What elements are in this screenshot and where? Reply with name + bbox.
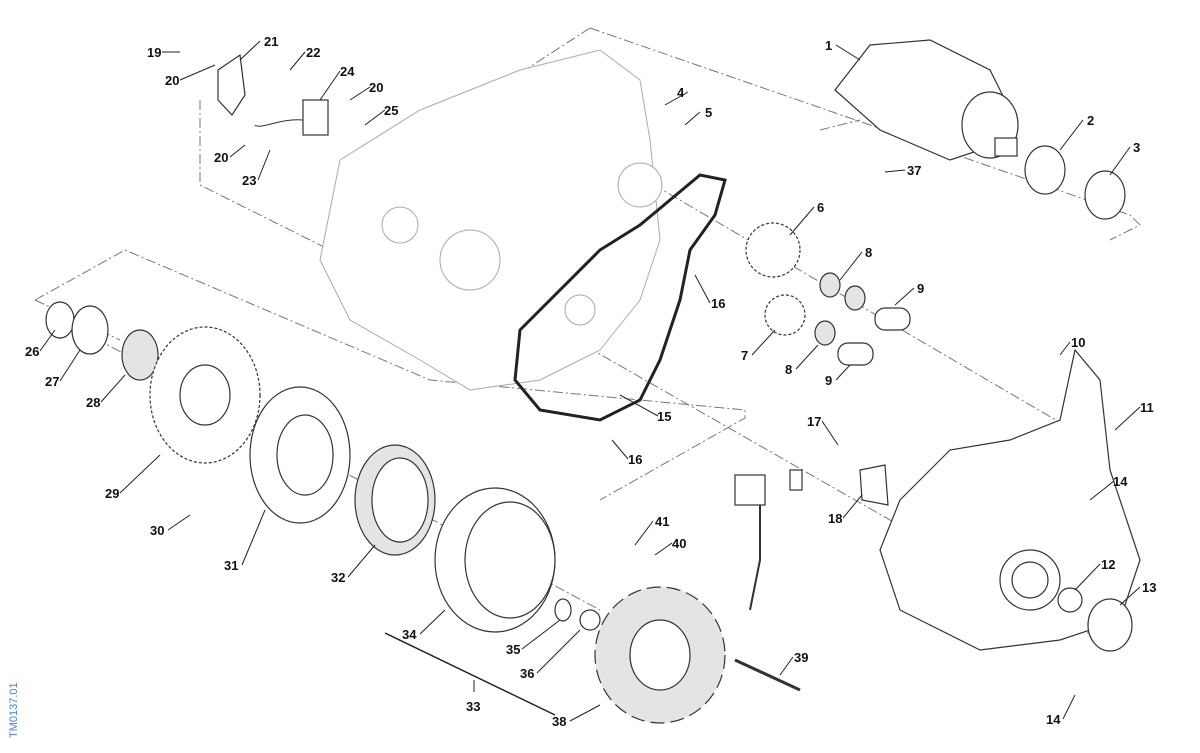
freewheel-31 [249,386,351,524]
callout-35: 35 [506,642,520,657]
callout-28: 28 [86,395,100,410]
callout-24: 24 [340,64,355,79]
callout-19: 19 [147,45,161,60]
crankcase [319,49,663,391]
callout-16: 16 [711,296,725,311]
bearing-2 [1024,145,1066,195]
callout-5: 5 [705,105,712,120]
o-ring-3 [1084,170,1126,220]
callout-33: 33 [466,699,480,714]
callout-31: 31 [224,558,238,573]
callout-22: 22 [306,45,320,60]
callout-8: 8 [865,245,872,260]
washer-26 [45,301,75,339]
needle-bearing-8b [844,285,866,311]
callout-27: 27 [45,374,59,389]
callout-9: 9 [825,373,832,388]
callout-15: 15 [657,409,671,424]
pin-9a [874,307,911,331]
callout-41: 41 [655,514,669,529]
callout-29: 29 [105,486,119,501]
callout-3: 3 [1133,140,1140,155]
pin-9b [837,342,874,366]
gasket [513,173,727,422]
callout-40: 40 [672,536,686,551]
callout-34: 34 [402,627,417,642]
callout-23: 23 [242,173,256,188]
callout-17: 17 [807,414,821,429]
o-ring-12 [1057,587,1083,613]
callout-9: 9 [917,281,924,296]
callout-7: 7 [741,348,748,363]
washer-35 [554,598,572,622]
callout-18: 18 [828,511,842,526]
callout-38: 38 [552,714,566,729]
callout-20: 20 [165,73,179,88]
callout-4: 4 [677,85,685,100]
stud-39 [734,658,801,692]
callout-1: 1 [825,38,832,53]
connector [734,474,766,506]
callout-6: 6 [817,200,824,215]
stator-38 [594,586,726,724]
flywheel-34 [434,487,556,633]
gear-6 [745,222,801,278]
callout-20: 20 [214,150,228,165]
bracket-21 [217,53,246,116]
callout-16: 16 [628,452,642,467]
callout-14: 14 [1046,712,1061,727]
callout-25: 25 [384,103,398,118]
callout-8: 8 [785,362,792,377]
bracket-33 [384,632,556,716]
callout-10: 10 [1071,335,1085,350]
sensor-24 [302,99,329,136]
clip-18 [859,464,889,506]
starter-gear-29 [149,326,261,464]
callout-13: 13 [1142,580,1156,595]
connector-2 [789,469,803,491]
nut-36 [579,609,601,631]
callout-20: 20 [369,80,383,95]
gear-7 [764,294,806,336]
callout-12: 12 [1101,557,1115,572]
callout-37: 37 [907,163,921,178]
callout-32: 32 [331,570,345,585]
leader-lines [39,40,1141,722]
starter-motor [834,39,1019,161]
callout-36: 36 [520,666,534,681]
callout-39: 39 [794,650,808,665]
callout-labels: 19 20 21 22 24 20 25 20 23 1 4 5 2 3 37 … [25,34,1156,729]
needle-bearing-8c [814,320,836,346]
ignition-cover [879,348,1141,651]
callout-11: 11 [1140,400,1154,415]
freewheel-bearing-inner [371,457,429,543]
callout-14: 14 [1113,474,1128,489]
plug-13 [1087,598,1133,652]
needle-bearing-8a [819,272,841,298]
diagram-code: TM0137.01 [8,682,20,738]
callout-21: 21 [264,34,278,49]
plate-27 [71,305,109,355]
callout-2: 2 [1087,113,1094,128]
callout-30: 30 [150,523,164,538]
callout-26: 26 [25,344,39,359]
needle-bearing-28 [121,329,159,381]
